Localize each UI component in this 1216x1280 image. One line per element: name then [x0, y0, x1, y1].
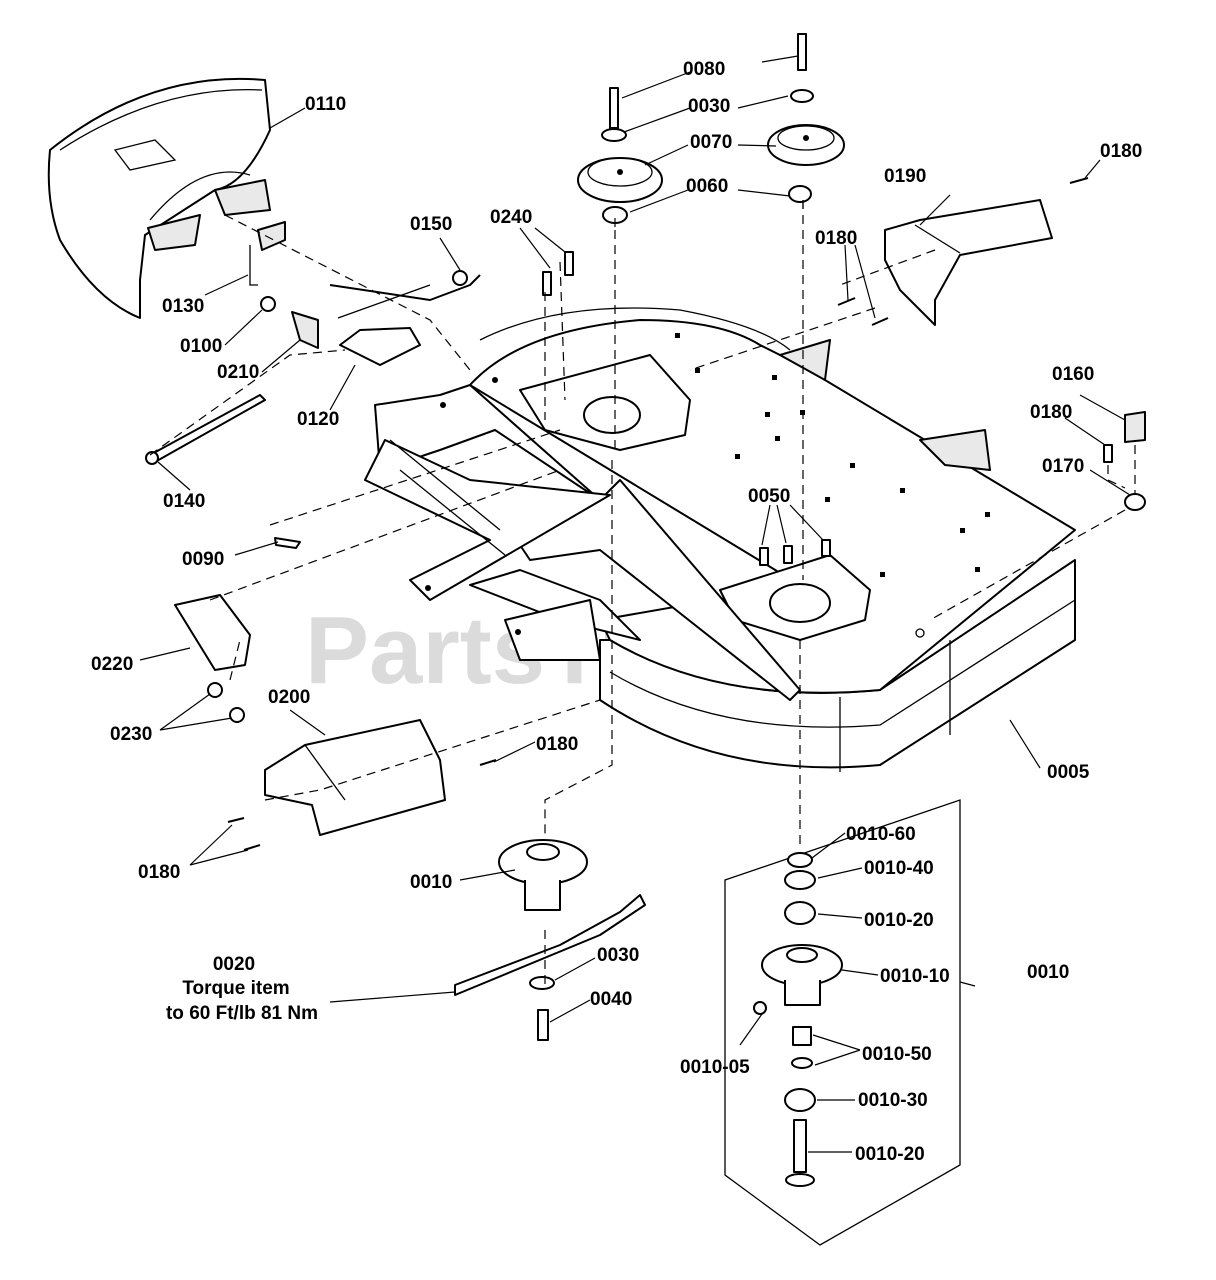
- callout-0010-front: 0010: [410, 872, 452, 893]
- discharge-chute: [47, 77, 286, 319]
- callout-0160: 0160: [1052, 364, 1094, 385]
- callout-0040: 0040: [590, 989, 632, 1010]
- callout-0200: 0200: [268, 687, 310, 708]
- callout-0060: 0060: [686, 176, 728, 197]
- callout-0050: 0050: [748, 486, 790, 507]
- callout-0180-left-shield: 0180: [536, 734, 578, 755]
- front-hitch-bracket: [364, 377, 801, 701]
- torque-note-line1: Torque item: [182, 978, 289, 999]
- callout-0010-40: 0010-40: [864, 858, 934, 879]
- callout-labels: 0110 0080 0030 0070 0060 0180 0190 0180 …: [91, 59, 1142, 1165]
- callout-0190: 0190: [884, 166, 926, 187]
- callout-0080: 0080: [683, 59, 725, 80]
- callout-0010-assembly: 0010: [1027, 962, 1069, 983]
- callout-0010-30: 0010-20: [855, 1144, 925, 1165]
- callout-0100: 0100: [180, 336, 222, 357]
- callout-0030-bottom: 0030: [597, 945, 639, 966]
- belt-shield-right: [884, 199, 1053, 326]
- assembly-lines: [149, 200, 1136, 985]
- callout-0110: 0110: [305, 94, 346, 115]
- callout-0180-shield: 0180: [815, 228, 857, 249]
- callout-0010-10: 0010-10: [880, 966, 950, 987]
- spindle-assembly-front: [454, 839, 646, 996]
- callout-0005: 0005: [1047, 762, 1090, 783]
- callout-0180-idler: 0180: [1030, 402, 1072, 423]
- torque-note: 0020 Torque item to 60 Ft/lb 81 Nm: [166, 954, 318, 1024]
- torque-note-line2: to 60 Ft/lb 81 Nm: [166, 1003, 318, 1024]
- callout-0210: 0210: [217, 362, 259, 383]
- callout-0180-top-right: 0180: [1100, 141, 1142, 162]
- pulley-left: [577, 128, 663, 224]
- callout-0010-20-top: 0010-20: [864, 910, 934, 931]
- callout-0010-50: 0010-50: [862, 1044, 932, 1065]
- torque-note-item: 0020: [213, 954, 255, 975]
- bolts: [227, 33, 1113, 1041]
- callout-0010-20-bottom: 0010-30: [858, 1090, 928, 1111]
- mower-deck-housing: [469, 307, 1076, 772]
- callout-0230: 0230: [110, 724, 152, 745]
- callout-0030-top: 0030: [688, 96, 730, 117]
- spindle-assembly-exploded: [724, 799, 961, 1246]
- callout-0090: 0090: [182, 549, 224, 570]
- callout-0010-05: 0010-05: [680, 1057, 750, 1078]
- chute-hinge-parts: [145, 245, 481, 723]
- callout-0140: 0140: [163, 491, 205, 512]
- callout-0240: 0240: [490, 207, 532, 228]
- callout-0120: 0120: [297, 409, 339, 430]
- callout-0170: 0170: [1042, 456, 1084, 477]
- callout-0180-bottom-left: 0180: [138, 862, 180, 883]
- callout-0150: 0150: [410, 214, 452, 235]
- belt-shield-left: [264, 719, 446, 836]
- leader-lines: [139, 55, 1131, 1153]
- callout-0010-60: 0010-60: [846, 824, 916, 845]
- pulley-right: [767, 89, 845, 203]
- callout-0130: 0130: [162, 296, 204, 317]
- callout-0070: 0070: [690, 132, 732, 153]
- callout-0220: 0220: [91, 654, 133, 675]
